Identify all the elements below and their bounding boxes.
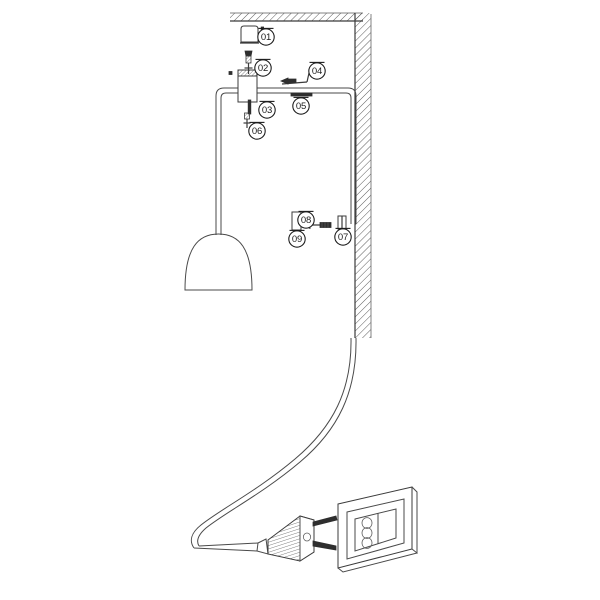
- part-label-05: 05: [292, 96, 310, 115]
- suspension-cord-route: [215, 87, 357, 224]
- part-label-text: 05: [296, 101, 306, 112]
- part-label-03: 03: [258, 100, 276, 119]
- part-icon-03-pin-rod: [247, 99, 252, 115]
- cord-drop-to-shade: [215, 224, 222, 235]
- part-label-text: 06: [252, 126, 262, 137]
- part-label-text: 04: [312, 66, 322, 77]
- power-cable-s-curve: [190, 337, 357, 549]
- part-icon-06-small-screw: [243, 112, 251, 128]
- part-label-01: 01: [257, 27, 275, 46]
- part-label-text: 09: [292, 234, 302, 245]
- part-icon-05-mounting-bracket: [290, 92, 313, 97]
- part-label-text: 08: [301, 215, 311, 226]
- wall-hatched-band: [354, 13, 372, 338]
- two-prong-plug: [193, 515, 338, 562]
- part-label-text: 02: [258, 63, 268, 74]
- part-label-08: 08: [297, 210, 315, 229]
- part-icon-02-expansion-anchor: [244, 50, 253, 74]
- lamp-shade-bell: [184, 233, 253, 291]
- part-label-text: 07: [338, 232, 348, 243]
- part-label-text: 01: [261, 32, 271, 43]
- part-label-09: 09: [288, 229, 306, 248]
- part-icon-07-wall-clip: [337, 215, 347, 230]
- part-icon-04-long-screw: [279, 72, 310, 85]
- part-label-07: 07: [334, 227, 352, 246]
- wall-socket-outlet: [337, 486, 418, 573]
- part-label-text: 03: [262, 105, 272, 116]
- part-label-06: 06: [248, 121, 266, 140]
- part-label-group: 01 02 03 04 05 06 07 08 09: [248, 27, 352, 248]
- part-label-04: 04: [308, 61, 326, 80]
- part-label-02: 02: [254, 58, 272, 77]
- ceiling-hatched-band: [230, 12, 363, 22]
